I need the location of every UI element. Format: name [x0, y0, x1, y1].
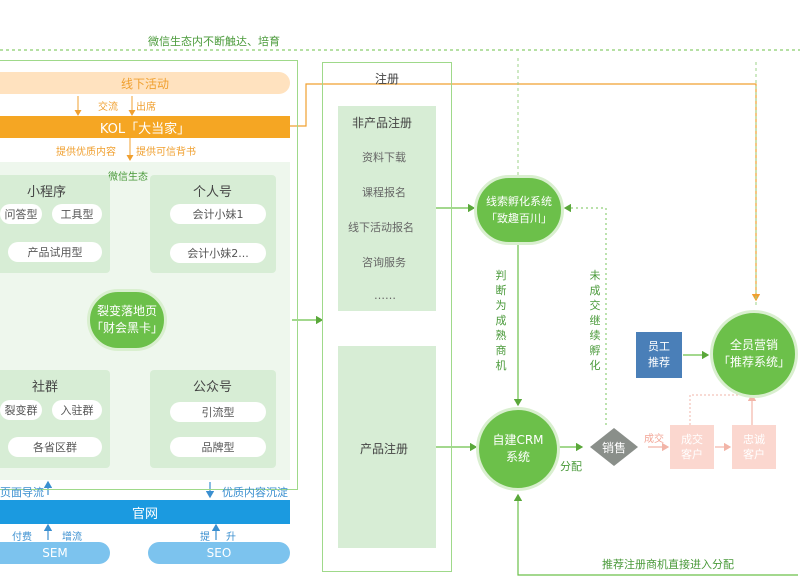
sales-diamond: 销售: [590, 428, 638, 466]
kol-bar: KOL「大当家」: [0, 116, 290, 138]
personal-item-1: 会计小妹1: [170, 204, 266, 224]
non-product-item-more: ……: [374, 289, 396, 302]
exchange-label: 交流: [98, 102, 118, 113]
offline-event-bar: 线下活动: [0, 72, 290, 94]
page-guide-label: 页面导流: [0, 486, 44, 499]
official-item-brand: 品牌型: [170, 437, 266, 457]
kol-to-allstaff-line: [290, 83, 761, 302]
promote-label: 提: [200, 532, 210, 543]
loyal-customer-box: 忠诚 客户: [732, 425, 776, 469]
wechat-ecosystem-label: 微信生态: [108, 172, 148, 183]
distribute-label: 分配: [560, 460, 582, 473]
landing-line-2: 「财会黑卡」: [90, 321, 163, 335]
official-item-traffic: 引流型: [170, 402, 266, 422]
employee-referral-box: 员工 推荐: [636, 332, 682, 378]
deal-customer-line-1: 成交: [681, 433, 703, 446]
community-item-province: 各省区群: [8, 437, 102, 457]
crm-line-1: 自建CRM: [492, 433, 544, 447]
paid-label: 付费: [12, 532, 32, 543]
community-title: 社群: [32, 380, 59, 395]
non-product-item-download: 资料下载: [362, 151, 406, 164]
content-sink-label: 优质内容沉淀: [222, 486, 288, 499]
non-product-item-consult: 咨询服务: [362, 256, 406, 269]
employee-line-2: 推荐: [648, 356, 670, 369]
quality-content-label: 提供优质内容: [56, 147, 116, 158]
register-frame: [322, 62, 452, 572]
non-product-card: [338, 106, 436, 311]
mini-item-trial: 产品试用型: [8, 242, 102, 262]
landing-line-1: 裂变落地页: [96, 304, 157, 318]
deal-customer-box: 成交 客户: [670, 425, 714, 469]
deal-customer-line-2: 客户: [681, 448, 703, 461]
lead-system-line-1: 线索孵化系统: [486, 195, 552, 208]
official-account-title: 公众号: [193, 380, 233, 395]
non-product-item-event: 线下活动报名: [348, 221, 414, 234]
product-register-label: 产品注册: [360, 442, 409, 456]
traffic-label: 增流: [62, 532, 82, 543]
non-product-title: 非产品注册: [352, 116, 413, 130]
register-title: 注册: [375, 72, 400, 86]
loyal-customer-line-2: 客户: [743, 448, 765, 461]
community-item-settle: 入驻群: [52, 400, 102, 420]
crm-node: 自建CRM 系统: [476, 407, 560, 491]
all-staff-node: 全员营销 「推荐系统」: [710, 310, 798, 398]
all-staff-line-1: 全员营销: [729, 338, 778, 352]
community-item-fission: 裂变群: [0, 400, 42, 420]
not-closed-label: 未成交继续孵化: [589, 269, 601, 372]
top-loop-label: 微信生态内不断触达、培育: [148, 35, 280, 48]
left-section-frame: [0, 60, 298, 490]
appear-label: 出席: [136, 102, 156, 113]
closed-label: 成交: [644, 434, 664, 445]
loyal-customer-line-1: 忠诚: [743, 433, 765, 446]
sem-pill: SEM: [0, 542, 110, 564]
all-staff-line-2: 「推荐系统」: [717, 355, 790, 369]
sales-label: 销售: [601, 440, 626, 455]
credibility-label: 提供可信背书: [136, 147, 196, 158]
rise-label: 升: [226, 532, 236, 543]
non-product-item-course: 课程报名: [362, 186, 406, 199]
mini-item-qa: 问答型: [0, 204, 42, 224]
product-register-card: [338, 346, 436, 548]
mini-item-tool: 工具型: [52, 204, 102, 224]
lead-system-line-2: 「致趣百川」: [486, 212, 552, 225]
personal-item-2: 会计小妹2...: [170, 243, 266, 263]
crm-line-2: 系统: [505, 450, 530, 464]
personal-title: 个人号: [193, 185, 233, 200]
website-bar: 官网: [0, 500, 290, 524]
employee-line-1: 员工: [648, 340, 670, 353]
seo-pill: SEO: [148, 542, 290, 564]
landing-page-node: 裂变落地页 「财会黑卡」: [87, 289, 167, 351]
mini-program-title: 小程序: [27, 185, 67, 200]
lead-system-node: 线索孵化系统 「致趣百川」: [474, 175, 564, 245]
bottom-referral-label: 推荐注册商机直接进入分配: [602, 558, 734, 571]
judge-mature-label: 判断为成熟商机: [495, 269, 507, 372]
